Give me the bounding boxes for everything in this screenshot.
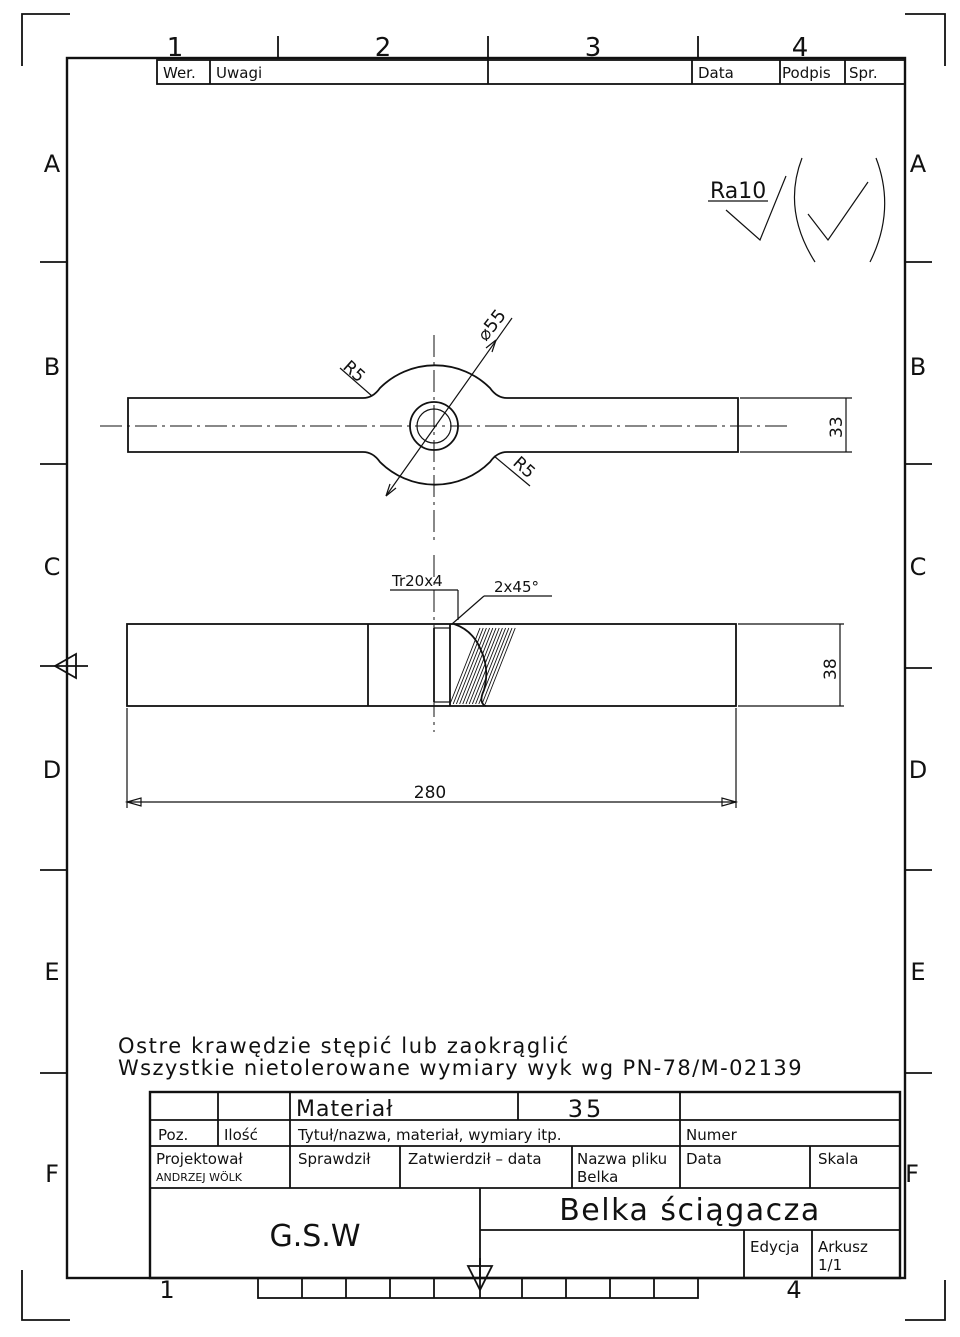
poz-label: Poz. bbox=[158, 1126, 188, 1144]
row-letter-d-left: D bbox=[43, 756, 61, 784]
corner-marks bbox=[21, 13, 946, 1321]
file-name-label: Nazwa pliku bbox=[577, 1150, 667, 1168]
hatch-line bbox=[481, 627, 513, 705]
hatch-line bbox=[449, 627, 481, 705]
column-number-4: 4 bbox=[792, 33, 809, 63]
hatch-line bbox=[478, 627, 510, 705]
hatch-line bbox=[462, 627, 494, 705]
projektowal-label: Projektował bbox=[156, 1150, 243, 1168]
sheet-number: 1/1 bbox=[818, 1256, 842, 1274]
row-letter-b-right: B bbox=[910, 353, 926, 381]
hatch-line bbox=[465, 627, 497, 705]
centering-arrow-left bbox=[40, 652, 88, 680]
column-number-4-bottom: 4 bbox=[786, 1276, 801, 1304]
numer-label: Numer bbox=[686, 1126, 738, 1144]
hatch-line bbox=[452, 627, 484, 705]
note-line-2: Wszystkie nietolerowane wymiary wyk wg P… bbox=[118, 1056, 803, 1080]
title-block bbox=[148, 1090, 902, 1280]
thread-label: Tr20x4 bbox=[391, 572, 443, 590]
title-field-label: Tytuł/nazwa, materiał, wymiary itp. bbox=[297, 1126, 561, 1144]
row-letter-b-left: B bbox=[44, 353, 60, 381]
material-value: 35 bbox=[568, 1095, 605, 1123]
height-dimension-label: 38 bbox=[821, 658, 841, 680]
radius-top-label: R5 bbox=[339, 357, 369, 387]
ilosc-label: Ilość bbox=[224, 1126, 258, 1144]
front-view bbox=[124, 555, 844, 808]
hatch-line bbox=[459, 627, 491, 705]
surface-roughness-label: Ra10 bbox=[710, 179, 766, 204]
author-name: ANDRZEJ WÖLK bbox=[156, 1171, 243, 1184]
skala-label: Skala bbox=[818, 1150, 859, 1168]
company-name: G.S.W bbox=[269, 1219, 360, 1254]
row-letter-a-left: A bbox=[44, 150, 61, 178]
hatch-line bbox=[484, 627, 516, 705]
row-letter-d-right: D bbox=[909, 756, 927, 784]
row-letter-a-right: A bbox=[910, 150, 927, 178]
column-number-3: 3 bbox=[585, 33, 602, 63]
revision-table bbox=[156, 59, 906, 85]
revision-spr: Spr. bbox=[849, 64, 878, 82]
material-label: Materiał bbox=[296, 1097, 394, 1122]
sprawdzil-label: Sprawdził bbox=[298, 1150, 371, 1168]
edycja-label: Edycja bbox=[750, 1238, 799, 1256]
radius-bottom-label: R5 bbox=[509, 453, 539, 483]
hatch-line bbox=[471, 627, 503, 705]
diameter-dimension-label: ⌀55 bbox=[473, 306, 510, 346]
hatch-line bbox=[455, 627, 487, 705]
note-line-1: Ostre krawędzie stępić lub zaokrąglić bbox=[118, 1034, 570, 1058]
row-letter-f-left: F bbox=[45, 1160, 59, 1188]
section-hatching bbox=[449, 627, 516, 705]
drawing-title: Belka ściągacza bbox=[559, 1193, 821, 1228]
surface-finish-symbol bbox=[708, 157, 886, 263]
data-label: Data bbox=[686, 1150, 722, 1168]
width-dimension-label: 33 bbox=[827, 416, 847, 438]
file-name-value: Belka bbox=[577, 1168, 618, 1186]
bottom-scale-strip bbox=[257, 1258, 699, 1299]
arkusz-label: Arkusz bbox=[818, 1238, 868, 1256]
row-letter-e-left: E bbox=[44, 958, 59, 986]
column-number-1: 1 bbox=[167, 33, 184, 63]
row-letter-c-right: C bbox=[910, 553, 927, 581]
length-dimension-label: 280 bbox=[414, 783, 446, 803]
column-number-2: 2 bbox=[375, 33, 392, 63]
zatwierdzil-label: Zatwierdził – data bbox=[408, 1150, 542, 1168]
hatch-line bbox=[468, 627, 500, 705]
hatch-line bbox=[475, 627, 507, 705]
top-view bbox=[100, 317, 852, 540]
revision-uwagi: Uwagi bbox=[216, 64, 262, 82]
revision-podpis: Podpis bbox=[782, 64, 831, 82]
row-ticks bbox=[40, 261, 932, 1074]
column-number-1-bottom: 1 bbox=[159, 1276, 174, 1304]
row-letter-f-right: F bbox=[905, 1160, 919, 1188]
revision-wer: Wer. bbox=[163, 64, 196, 82]
row-letter-c-left: C bbox=[44, 553, 61, 581]
revision-data: Data bbox=[698, 64, 734, 82]
row-letter-e-right: E bbox=[910, 958, 925, 986]
chamfer-label: 2x45° bbox=[494, 578, 539, 596]
